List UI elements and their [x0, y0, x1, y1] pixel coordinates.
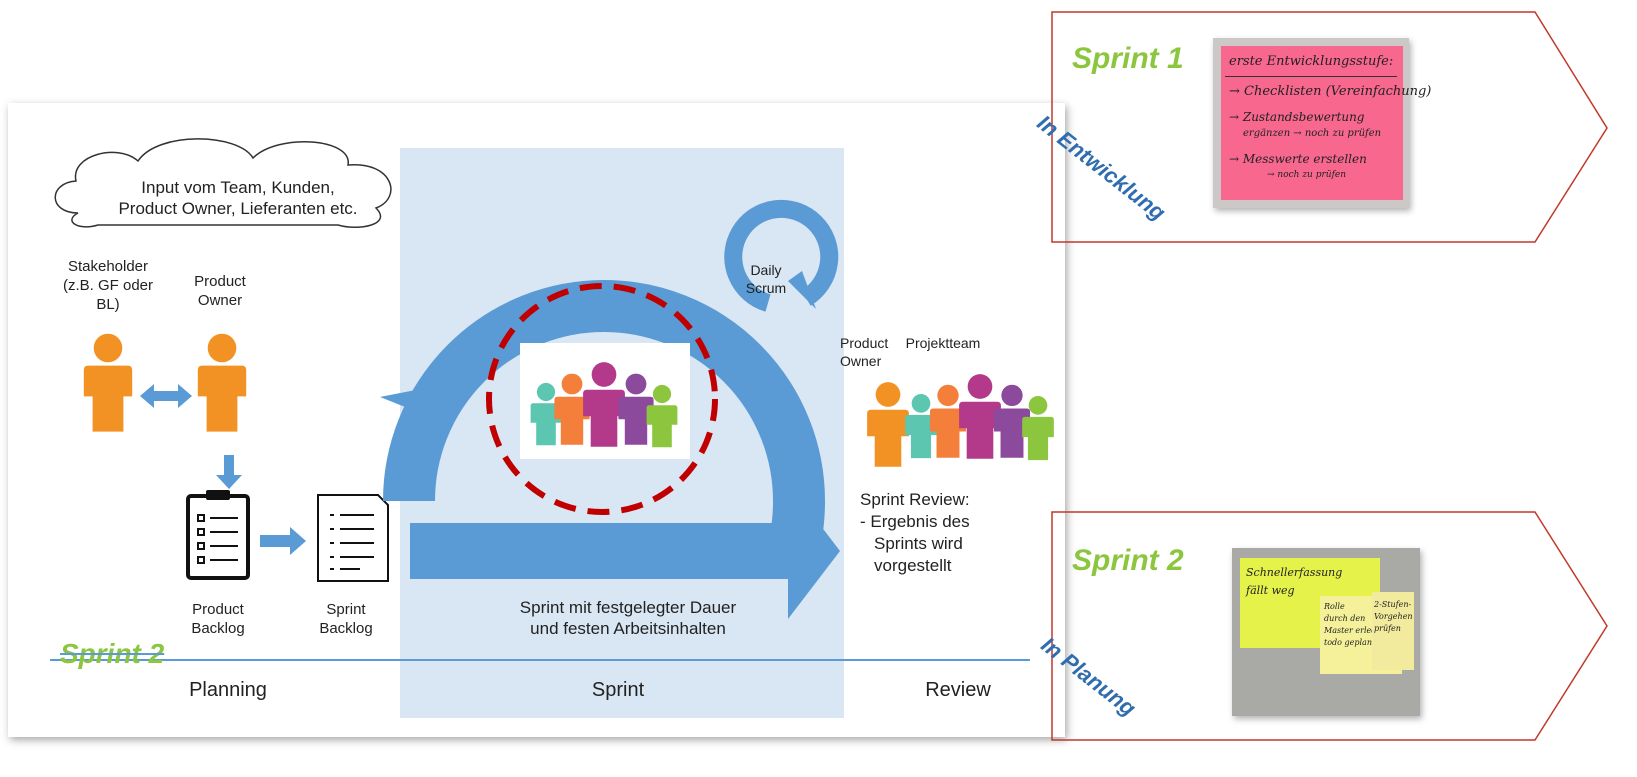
review-team-label: Projektteam [905, 335, 981, 351]
small-note-2-line-3: prüfen [1374, 624, 1401, 633]
status-panels-outline [1051, 11, 1608, 741]
small-note-2: 2-Stufen- Vorgehen prüfen [1372, 592, 1414, 670]
exchange-arrow [140, 384, 192, 408]
small-note-1-line-1: Rolle [1324, 602, 1345, 611]
small-note-1-line-2: durch den [1324, 614, 1366, 623]
sprint-caption-line-2: und festen Arbeitsinhalten [530, 619, 726, 639]
cloud-line-2: Product Owner, Lieferanten etc. [118, 199, 358, 219]
sprint1-panel-outline [1051, 11, 1608, 243]
sprint-backlog-icon [317, 494, 389, 582]
sprint-main-arrow [410, 483, 840, 619]
cloud-line-1: Input vom Team, Kunden, [141, 178, 335, 197]
product-backlog-icon [186, 490, 250, 580]
overlay-sprint2-label: Sprint 2 [60, 638, 165, 669]
small-note-2-line-1: 2-Stufen- [1374, 600, 1412, 609]
sprint-caption: Sprint mit festgelegter Dauer und festen… [448, 597, 808, 640]
pink-note-line-2: → Checklisten (Vereinfachung) [1229, 84, 1432, 99]
sprint-caption-line-1: Sprint mit festgelegter Dauer [519, 598, 737, 617]
pink-note-line-5: → Messwerte erstellen [1229, 152, 1367, 166]
sprint-loop-arrow [383, 280, 826, 578]
sprint-review-line-4: vorgestellt [874, 556, 952, 576]
small-note-1-line-3: Master erledigt [1324, 626, 1388, 635]
down-arrow [216, 455, 242, 489]
daily-scrum-label: Daily Scrum [745, 262, 787, 296]
small-note-1-line-4: todo geplant [1324, 638, 1376, 647]
review-product-owner-label: Product Owner [840, 335, 889, 369]
phase-sprint-label: Sprint [591, 679, 645, 701]
small-note-2-line-2: Vorgehen [1374, 612, 1413, 621]
phase-review-label: Review [925, 679, 991, 701]
loop-arrowhead [380, 388, 440, 421]
phase-planning-label: Planning [189, 679, 267, 701]
dashed-focus-circle [486, 283, 718, 515]
backlog-arrow [260, 527, 306, 555]
pink-note-line-4: ergänzen → noch zu prüfen [1243, 128, 1382, 139]
daily-scrum-arrowhead [788, 271, 816, 309]
sprint1-title: Sprint 1 [1072, 42, 1184, 75]
yellow-note-line-2: fällt weg [1246, 584, 1295, 597]
product-owner-label: Product Owner [194, 273, 246, 309]
sprint2-panel-outline [1051, 511, 1608, 741]
yellow-notes-photo: Schnellerfassung fällt weg Rolle durch d… [1232, 548, 1420, 716]
review-team-figures [905, 374, 1054, 461]
yellow-note-line-1: Schnellerfassung [1246, 566, 1343, 579]
input-cloud [54, 138, 392, 228]
sprint2-title: Sprint 2 [1072, 544, 1184, 577]
stakeholder-figure [83, 333, 133, 432]
review-product-owner-figure [867, 382, 909, 467]
pink-note-line-3: → Zustandsbewertung [1229, 110, 1365, 124]
stakeholder-label: Stakeholder (z.B. GF oder BL) [62, 258, 154, 313]
pink-note-line-1: erste Entwicklungsstufe: [1229, 54, 1394, 69]
scrum-process-diagram: Input vom Team, Kunden, Product Owner, L… [8, 103, 1065, 737]
pink-note-photo: erste Entwicklungsstufe: → Checklisten (… [1213, 38, 1431, 208]
cloud-text: Input vom Team, Kunden, Product Owner, L… [78, 177, 398, 220]
sprint-review-line-1: Sprint Review: [860, 490, 970, 509]
sprint-review-line-2: - Ergebnis des [860, 512, 970, 532]
pink-note-line-6: → noch zu prüfen [1267, 170, 1347, 180]
sprint-backlog-label: Sprint Backlog [319, 601, 373, 637]
pink-note-rule [1225, 76, 1397, 77]
sprint-review-line-3: Sprints wird [874, 534, 963, 554]
product-backlog-label: Product Backlog [191, 601, 245, 637]
pink-sticky-note: erste Entwicklungsstufe: → Checklisten (… [1221, 46, 1431, 200]
diagram-graphics [50, 138, 1054, 661]
daily-scrum-loop [724, 199, 839, 312]
sprint-review-text: Sprint Review: - Ergebnis des Sprints wi… [860, 489, 1010, 577]
product-owner-figure [197, 333, 247, 432]
